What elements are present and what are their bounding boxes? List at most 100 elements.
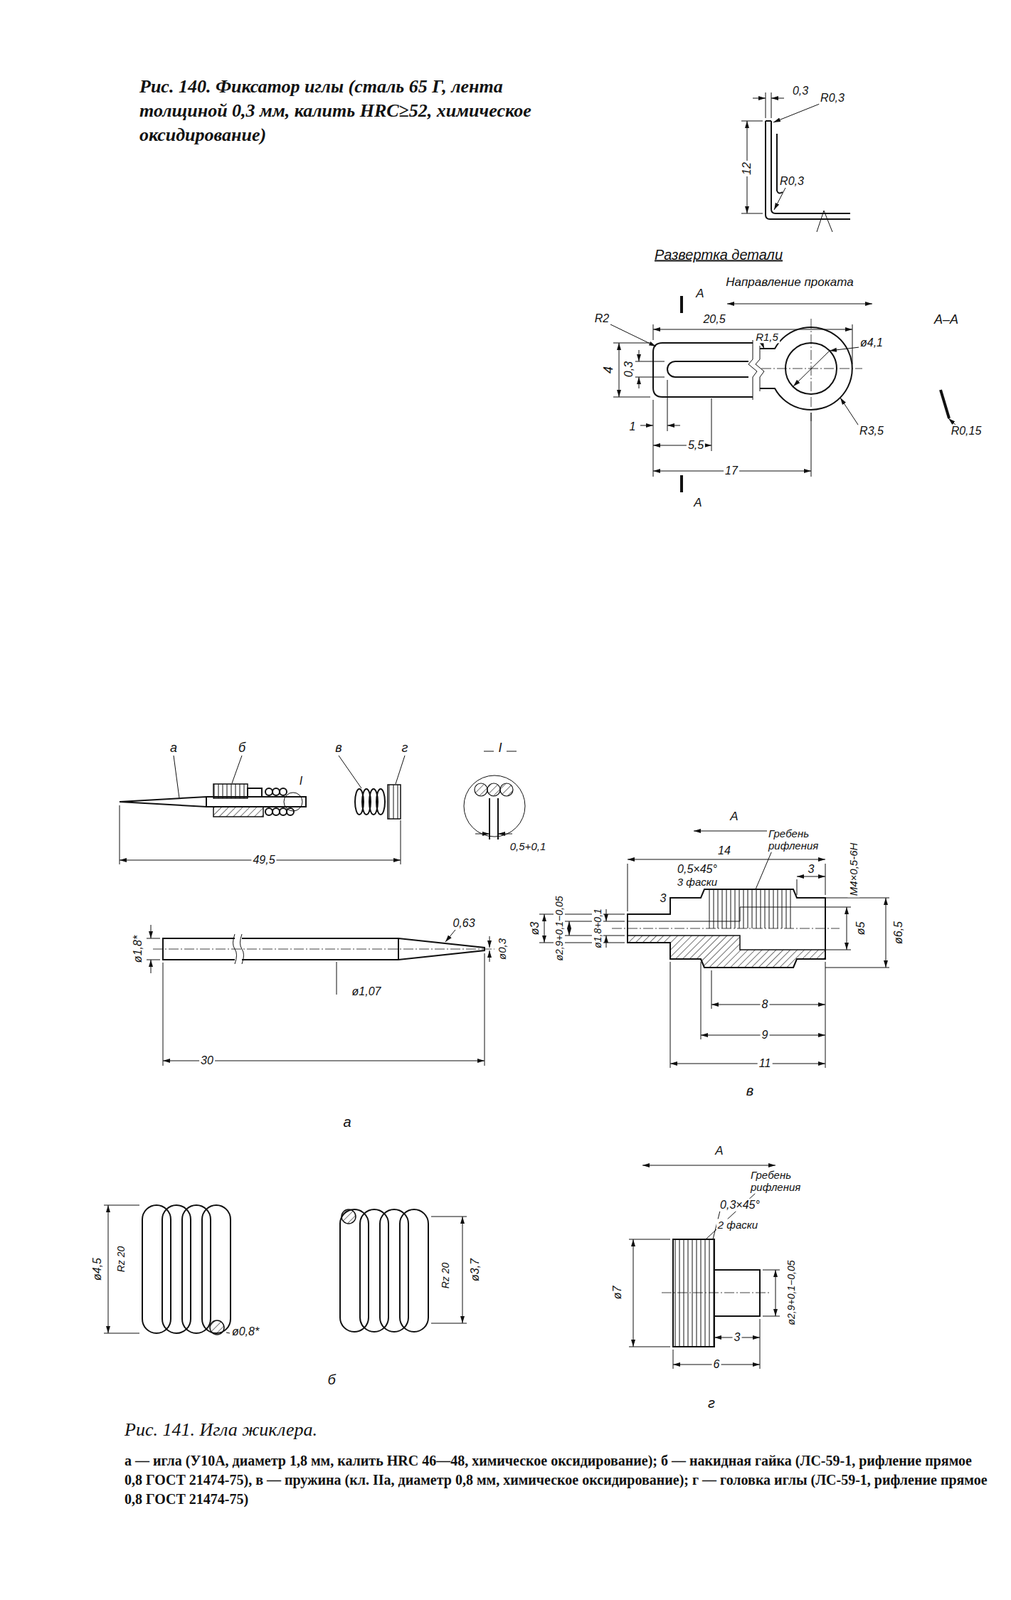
detail-view [475,833,490,835]
spring [103,1205,230,1334]
dimension: 4 [601,364,617,375]
clip-flat-pattern [667,425,681,427]
nut [544,914,545,943]
view-mark: A [728,809,740,824]
needle-head [775,1269,777,1317]
needle-assembly [279,788,287,796]
dimension: 11 [757,1057,773,1071]
part-letter: в [744,1082,755,1100]
needle-assembly [213,806,264,817]
clip-flat-pattern [680,295,684,493]
needle [150,924,152,939]
diameter-note: ø4,1 [858,336,885,350]
needle-assembly [265,808,273,816]
clip-side-view [741,92,772,214]
clip-flat-pattern [613,324,853,477]
spring [162,1205,191,1334]
needle [146,938,485,1066]
radius-note: R0,3 [778,175,806,188]
thread-note: M4×0,5-6H [847,841,860,898]
clip-flat-pattern [653,329,853,331]
dimension: ø0,8* [230,1325,261,1339]
section-heading: A–A [932,312,960,328]
clip-flat-pattern [793,350,830,387]
part-letter: а [168,740,179,756]
part-letter: г [400,740,410,756]
needle-assembly [272,808,280,816]
detail-view [474,783,488,797]
needle-assembly [387,784,401,819]
needle-assembly [376,789,385,815]
clip-flat-pattern [640,425,654,427]
part-letter: б [325,1371,337,1389]
spring [340,1209,369,1332]
dimension: ø4,5 [91,1256,104,1283]
nut [796,876,826,878]
dimension: 0,5+0,1 [508,840,548,853]
clip-flat-pattern [829,347,860,351]
view-mark: A [713,1144,725,1159]
part-letter: а [341,1114,353,1131]
dimension: ø1,07 [350,985,383,999]
detail-view [463,775,526,837]
nut [885,897,887,968]
direction-note: Направление проката [724,275,855,290]
spring [431,1216,467,1324]
figure-caption: Рис. 141. Игла жиклера. [124,1419,318,1441]
detail-view [487,783,501,797]
spring [142,1205,171,1334]
nut [569,921,570,936]
needle-assembly [213,784,248,799]
part-letter: в [333,740,343,756]
detail-view [498,833,513,835]
needle-assembly [265,788,273,796]
chamfer-note: 2 фаски [716,1218,760,1231]
needle [489,936,491,948]
detail-heading: I [496,740,504,756]
clip-side-view [774,187,786,210]
clip-flat-pattern [638,350,640,362]
dimension: 5,5 [686,438,706,452]
nut [539,863,890,1068]
needle-head [628,1165,780,1369]
detail-view [500,783,513,797]
dimension: 9 [760,1028,770,1042]
nut [755,850,772,890]
needle-assembly [173,751,517,799]
dimension: 0,63 [451,917,476,930]
roughness-note: Rz 20 [115,1245,127,1275]
radius-note: R0,15 [949,424,984,438]
needle-head [661,1292,770,1294]
spring [108,1205,109,1334]
dimension: ø1,8* [131,934,145,965]
nut [627,859,826,861]
spring [379,1209,409,1332]
needle-assembly [283,792,303,812]
nut [611,928,840,930]
nut [693,830,776,832]
needle [489,950,491,962]
needle-assembly [272,788,280,796]
section-mark: A [692,495,703,511]
dimension: 12 [740,160,754,177]
dimension: ø0,3 [495,937,508,962]
chamfer-note: 0,3×45° [718,1198,762,1212]
detail-view [463,775,526,840]
nut [606,909,607,922]
dimension: ø1,8+0,1 [591,907,604,950]
nut [606,935,607,948]
dimension: ø7 [611,1284,624,1302]
clip-side-view [752,98,766,99]
dimension: 0,3 [791,84,810,98]
nut [539,830,890,1068]
needle-assembly [247,788,262,797]
caption-body: а — игла (У10А, диаметр 1,8 мм, калить H… [124,1451,988,1510]
clip-side-view [773,103,820,123]
needle-head [673,1239,715,1347]
needle-assembly [119,751,517,865]
needle-assembly [279,808,287,816]
dimension: 3 [732,1331,743,1344]
needle-assembly [119,796,207,807]
dimension: 17 [723,464,740,478]
